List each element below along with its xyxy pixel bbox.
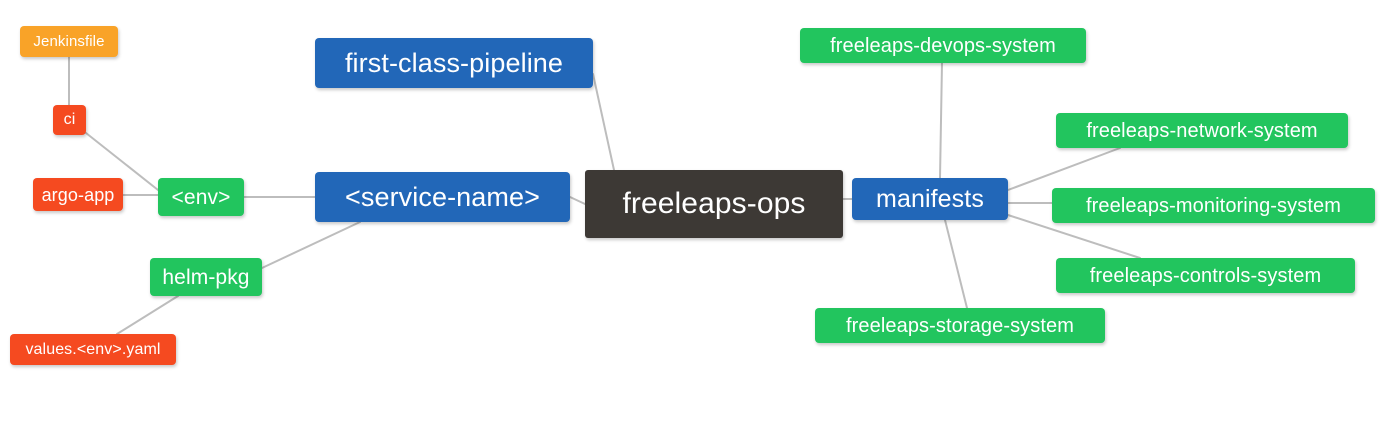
node-label-env: <env> [171,185,231,209]
node-label-monitoring-system: freeleaps-monitoring-system [1085,194,1341,217]
node-controls-system[interactable]: freeleaps-controls-system [1056,258,1355,293]
edge-manifests-to-network-system [1007,147,1121,191]
node-storage-system[interactable]: freeleaps-storage-system [815,308,1105,343]
node-ci[interactable]: ci [53,105,86,135]
node-devops-system[interactable]: freeleaps-devops-system [800,28,1086,63]
node-values-yaml[interactable]: values.<env>.yaml [10,334,176,365]
node-label-devops-system: freeleaps-devops-system [830,34,1056,57]
node-label-service-name: <service-name> [345,181,540,212]
node-label-storage-system: freeleaps-storage-system [845,314,1075,337]
node-label-root: freeleaps-ops [622,187,806,220]
node-jenkinsfile[interactable]: Jenkinsfile [20,26,118,57]
node-label-jenkinsfile: Jenkinsfile [33,33,105,50]
edge-manifests-to-controls-system [1007,214,1141,259]
node-first-class[interactable]: first-class-pipeline [315,38,593,88]
node-label-values-yaml: values.<env>.yaml [25,340,161,358]
node-root[interactable]: freeleaps-ops [585,170,843,238]
node-label-controls-system: freeleaps-controls-system [1089,264,1322,287]
node-label-manifests: manifests [876,184,984,213]
node-service-name[interactable]: <service-name> [315,172,570,222]
node-manifests[interactable]: manifests [852,178,1008,220]
node-label-network-system: freeleaps-network-system [1086,119,1318,142]
node-label-ci: ci [63,111,76,128]
node-monitoring-system[interactable]: freeleaps-monitoring-system [1052,188,1375,223]
node-argo-app[interactable]: argo-app [33,178,123,211]
edge-root-to-first-class [592,73,615,171]
node-label-helm-pkg: helm-pkg [162,265,250,289]
edge-env-to-ci [85,132,159,191]
node-label-argo-app: argo-app [41,184,115,205]
edge-manifests-to-storage-system [944,219,968,309]
edge-root-to-service-name [569,196,586,205]
node-network-system[interactable]: freeleaps-network-system [1056,113,1348,148]
node-label-first-class: first-class-pipeline [344,47,564,78]
node-helm-pkg[interactable]: helm-pkg [150,258,262,296]
edge-service-name-to-helm-pkg [261,221,361,269]
edge-manifests-to-devops-system [939,62,943,179]
edge-helm-pkg-to-values-yaml [116,295,179,335]
node-env[interactable]: <env> [158,178,244,216]
